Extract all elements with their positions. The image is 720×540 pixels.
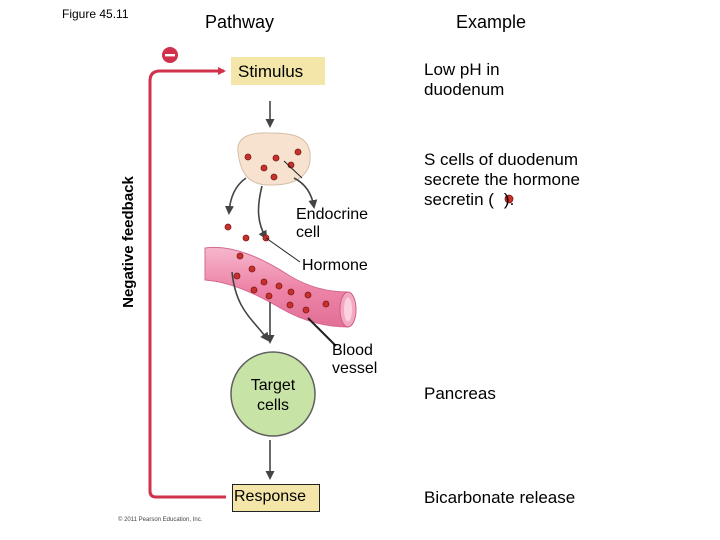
example-heading: Example (456, 12, 527, 32)
copyright-text: © 2011 Pearson Education, Inc. (118, 517, 203, 523)
leader-endocrine (283, 160, 303, 179)
blood-vessel-label: Blood vessel (332, 342, 378, 377)
leader-blood-vessel (307, 317, 337, 347)
example-secretion-end: ). (503, 190, 515, 209)
negative-feedback-label: Negative feedback (120, 176, 137, 308)
secretin-symbol-icon (504, 194, 514, 204)
stimulus-box (231, 57, 325, 85)
response-box (232, 484, 320, 512)
example-stimulus: Low pH in duodenum (424, 60, 505, 99)
target-cell (230, 351, 316, 437)
example-secretion: S cells of duodenum secrete the hormone … (424, 150, 606, 210)
example-secretion-text: S cells of duodenum secrete the hormone … (424, 150, 580, 209)
stimulus-label: Stimulus (238, 62, 304, 81)
response-label: Response (234, 488, 307, 505)
figure-label: Figure 45.11 (62, 7, 129, 21)
feedback-loop-line (148, 67, 226, 499)
hormone-label: Hormone (302, 257, 368, 274)
target-cells-label: Target cells (250, 377, 296, 414)
pathway-heading: Pathway (205, 12, 275, 32)
endocrine-cell-label: Endocrine cell (296, 206, 369, 241)
leader-hormone (265, 237, 301, 263)
example-response: Bicarbonate release (424, 488, 576, 507)
hormone-molecules (224, 148, 330, 314)
example-target: Pancreas (424, 384, 496, 403)
